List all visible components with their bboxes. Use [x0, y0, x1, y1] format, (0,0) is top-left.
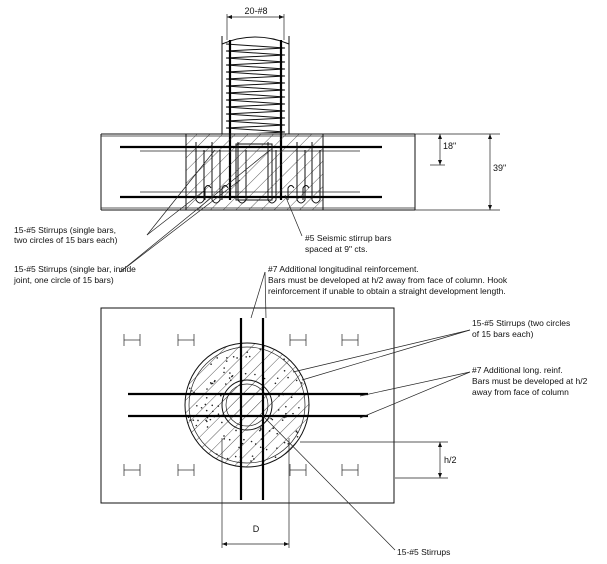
column-bars-label: 20-#8 — [244, 6, 267, 16]
label-stirrups-inside-joint: 15-#5 Stirrups (single bar, inside joint… — [13, 264, 136, 285]
elevation-leaders — [119, 149, 303, 273]
column-bars-dimension: 20-#8 — [226, 6, 285, 40]
diameter-label: D — [253, 524, 260, 534]
elevation-view: 20-#8 — [13, 6, 506, 285]
svg-text:reinforcement if unable to obt: reinforcement if unable to obtain a stra… — [268, 286, 506, 296]
svg-text:#5 Seismic stirrup bars: #5 Seismic stirrup bars — [305, 233, 391, 243]
svg-text:15-#5 Stirrups (single bars,: 15-#5 Stirrups (single bars, — [14, 225, 116, 235]
svg-text:#7 Additional long. reinf.: #7 Additional long. reinf. — [472, 365, 563, 375]
diameter-dimension: D — [221, 438, 290, 548]
svg-text:Bars must be developed at h/2: Bars must be developed at h/2 away from … — [268, 275, 508, 285]
total-depth-label: 39" — [493, 163, 506, 173]
svg-text:spaced at 9" cts.: spaced at 9" cts. — [305, 244, 368, 254]
column-spiral — [225, 43, 286, 133]
plan-slab-outline — [100, 307, 395, 504]
plan-leaders — [250, 271, 471, 551]
label-stirrups-two-circles: 15-#5 Stirrups (single bars, two circles… — [14, 225, 118, 245]
svg-text:#7 Additional longitudinal rei: #7 Additional longitudinal reinforcement… — [268, 264, 419, 274]
stirrups-elevation — [195, 142, 321, 204]
label-seismic-stirrups: #5 Seismic stirrup bars spaced at 9" cts… — [305, 233, 391, 254]
label-stirrups: 15-#5 Stirrups — [397, 547, 450, 557]
half-depth-label: h/2 — [444, 455, 457, 465]
label-additional-long-reinf: #7 Additional longitudinal reinforcement… — [268, 264, 508, 296]
column — [221, 36, 290, 200]
slab-depth-label: 18" — [443, 141, 456, 151]
half-depth-dimension: h/2 — [300, 441, 457, 479]
svg-text:away from face of column: away from face of column — [472, 387, 569, 397]
svg-text:Bars must be developed at h/2: Bars must be developed at h/2 — [472, 376, 588, 386]
label-plan-stirrups-two-circles: 15-#5 Stirrups (two circles of 15 bars e… — [472, 318, 570, 339]
stirrup-circles — [184, 342, 310, 468]
plan-bar-marks — [123, 334, 359, 476]
svg-text:15-#5 Stirrups (single bar, in: 15-#5 Stirrups (single bar, inside — [14, 264, 136, 274]
plan-view: h/2 D #7 Additional longitudinal reinfor… — [100, 264, 588, 557]
svg-text:two circles of 15 bars each): two circles of 15 bars each) — [14, 235, 118, 245]
svg-text:15-#5 Stirrups (two circles: 15-#5 Stirrups (two circles — [472, 318, 570, 328]
label-additional-long-reinf-short: #7 Additional long. reinf. Bars must be … — [472, 365, 588, 397]
depth-dimensions: 18" 39" — [415, 133, 506, 211]
slab — [100, 133, 416, 211]
svg-text:joint, one circle of 15 bars): joint, one circle of 15 bars) — [13, 275, 114, 285]
svg-text:of 15 bars each): of 15 bars each) — [472, 329, 534, 339]
additional-long-bars — [128, 318, 368, 500]
